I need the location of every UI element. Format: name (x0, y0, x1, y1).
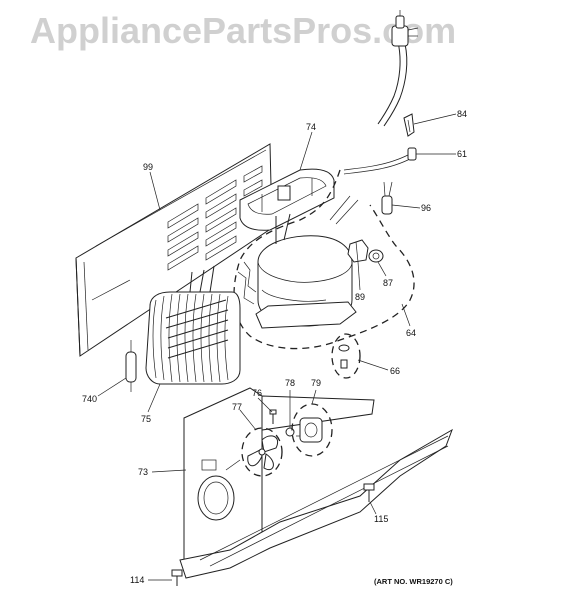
callout-740: 740 (82, 394, 97, 404)
overload-protector (368, 249, 384, 263)
callout-89: 89 (355, 292, 365, 302)
callout-114: 114 (130, 575, 144, 585)
filter-drier (125, 340, 137, 392)
callout-61: 61 (457, 149, 467, 159)
compressor (237, 195, 359, 329)
mounting-hardware (331, 333, 361, 379)
leader-lines (97, 113, 457, 581)
callout-79: 79 (311, 378, 321, 388)
base-bracket (179, 387, 453, 579)
callout-77: 77 (232, 402, 242, 412)
callout-73: 73 (138, 467, 148, 477)
fan-clip (285, 427, 295, 437)
callout-64: 64 (406, 328, 416, 338)
fan-blade (241, 427, 283, 477)
callout-99: 99 (143, 162, 153, 172)
cord-clip (403, 113, 415, 137)
callout-66: 66 (390, 366, 400, 376)
callout-74: 74 (306, 122, 316, 132)
leveling-screw-right (363, 483, 375, 502)
condenser-coil (145, 265, 241, 385)
screw (269, 409, 277, 424)
leveling-screw-left (171, 569, 183, 586)
capacitor (381, 181, 393, 215)
callout-96: 96 (421, 203, 431, 213)
callout-84: 84 (457, 109, 467, 119)
wire-harness (343, 147, 417, 175)
drain-pan (239, 168, 335, 231)
art-number: (ART NO. WR19270 C) (374, 577, 453, 586)
power-cord (377, 10, 419, 127)
callout-75: 75 (141, 414, 151, 424)
callout-87: 87 (383, 278, 393, 288)
compressor-assembly-outline (233, 169, 415, 350)
relay (347, 239, 369, 263)
callout-78: 78 (285, 378, 295, 388)
callout-76: 76 (252, 388, 262, 398)
watermark-logo: AppliancePartsPros.com (30, 10, 457, 51)
callout-115: 115 (374, 514, 388, 524)
